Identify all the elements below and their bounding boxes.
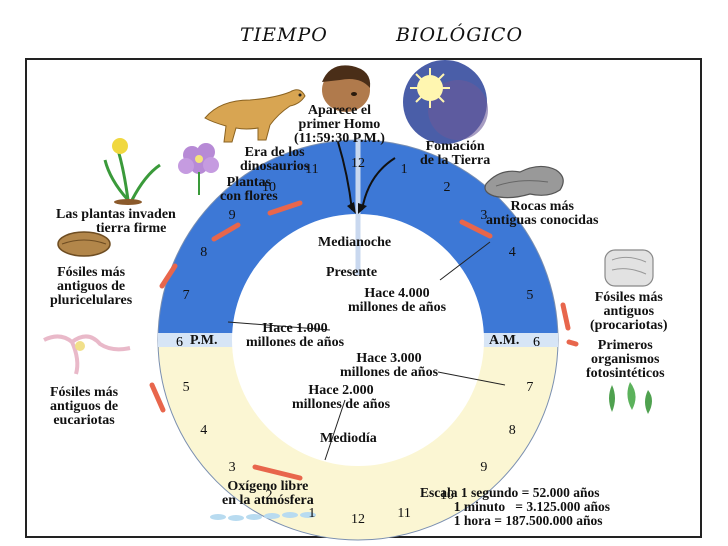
am-hour-5: 5 (526, 288, 533, 303)
am-hour-6: 6 (533, 335, 540, 350)
pm-hour-3: 3 (229, 460, 236, 475)
am-hour-8: 8 (509, 423, 516, 438)
am-hour-11: 11 (397, 506, 410, 521)
title-word-2: BIOLÓGICO (396, 24, 524, 46)
earth-arrow (361, 157, 396, 211)
dinosaur-icon (204, 89, 306, 143)
clock-ring (157, 139, 559, 541)
eukaryote-cells-icon (43, 334, 131, 375)
flower-icon (178, 143, 219, 195)
present-label: Presente (326, 265, 378, 280)
rock-icon (484, 165, 564, 199)
pm-hour-12: 12 (351, 512, 365, 527)
am-hour-12: 12 (351, 156, 365, 171)
human-head-icon (322, 65, 371, 112)
arrows (337, 141, 396, 211)
marker-dinos (267, 200, 303, 216)
pm-hour-10: 10 (262, 180, 276, 195)
fossil-stone-icon (604, 249, 654, 287)
am-hour-1: 1 (401, 162, 408, 177)
pm-hour-4: 4 (200, 423, 207, 438)
pm-hour-1: 1 (308, 506, 315, 521)
earth-arrow-head (358, 203, 367, 214)
pm-hour-5: 5 (183, 380, 190, 395)
am-hour-10: 10 (440, 488, 454, 503)
am-label: A.M. (489, 333, 520, 348)
marker-multicellular (159, 263, 178, 289)
earth-planet-icon (403, 60, 488, 144)
event-markers (149, 200, 579, 481)
pm-label: P.M. (190, 333, 218, 348)
noon-label: Mediodía (320, 431, 377, 446)
homo-arrow-head (347, 202, 356, 214)
algae-icon (609, 382, 652, 414)
pm-hour-2: 2 (266, 488, 273, 503)
fossil-shell-icon (57, 231, 111, 257)
midnight-label: Medianoche (318, 235, 392, 250)
title-word-1: TIEMPO (240, 24, 328, 46)
scale-legend: Escala 1 segundo = 52.000 años 1 minuto … (420, 485, 610, 528)
pm-hour-7: 7 (183, 288, 190, 303)
am-hour-9: 9 (480, 460, 487, 475)
marker-eukaryotes (149, 382, 166, 413)
era-lines (227, 241, 506, 461)
am-hour-3: 3 (480, 208, 487, 223)
pm-hour-6: 6 (176, 335, 183, 350)
pm-hour-11: 11 (305, 162, 318, 177)
pm-hour-8: 8 (200, 245, 207, 260)
marker-land-plants (211, 222, 241, 242)
am-hour-2: 2 (444, 180, 451, 195)
inner-disk (232, 214, 484, 466)
am-hour-7: 7 (526, 380, 533, 395)
marker-oxygen (252, 464, 303, 481)
pm-hour-9: 9 (229, 208, 236, 223)
homo-arrow (337, 141, 353, 211)
bacteria-chain-icon (210, 512, 316, 521)
marker-photosynthetic (566, 339, 579, 347)
am-hour-4: 4 (509, 245, 516, 260)
marker-prokaryotes (560, 302, 571, 331)
daffodil-icon (103, 138, 161, 205)
marker-rocks (459, 219, 493, 239)
